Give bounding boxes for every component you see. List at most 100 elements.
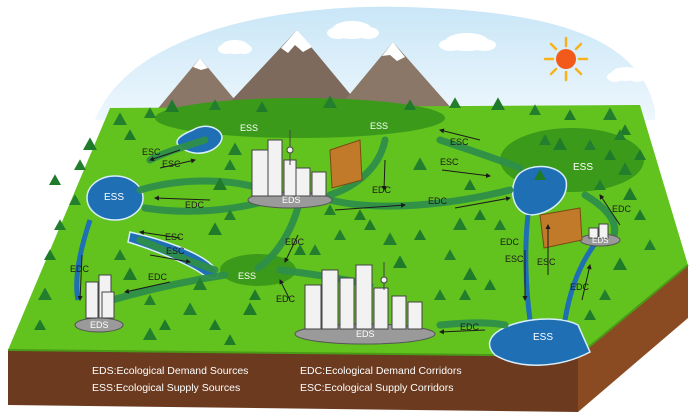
corridors [108,136,619,329]
tree-icon [474,209,486,220]
tree-icon [491,97,505,110]
tree-icon [74,159,86,170]
node-labels: ESS ESS ESS ESS ESS ESS EDS EDS EDS EDS [90,121,608,343]
tree-icon [294,244,306,255]
tree-icon [604,149,616,160]
esc-label: ESC [162,159,181,169]
tree-icon [124,129,136,140]
eds-label: EDS [90,320,109,330]
edc-label: EDC [500,237,520,247]
tree-icon [159,319,171,330]
tree-icon [224,209,236,220]
flow-arrows [77,128,621,335]
edc-label: EDC [372,185,392,195]
tree-icon [354,209,366,220]
tree-icon [434,289,446,300]
tree-icon [309,244,321,255]
tree-icon [193,277,207,290]
tree-icon [49,174,61,185]
tree-icon [83,137,97,150]
tree-icon [249,289,261,300]
tree-icon [364,219,376,230]
tree-icon [383,232,397,245]
tree-icon [619,124,631,135]
tree-icon [463,267,477,280]
tree-icon [323,95,337,108]
tree-icon [393,255,407,268]
tree-icon [613,257,627,270]
trees [34,95,656,345]
tree-icon [69,194,81,205]
tree-icon [644,239,656,250]
legend-ess: ESS:Ecological Supply Sources [92,382,241,394]
city-icon [85,274,115,319]
edc-label: EDC [148,272,168,282]
tree-icon [256,101,268,112]
tree-icon [209,99,221,110]
eds-label: EDS [356,329,375,339]
tree-icon [484,279,496,290]
tree-icon [453,217,467,230]
soil-side [578,265,688,412]
orchard-icon [329,139,583,249]
tree-icon [114,249,126,260]
tree-icon [564,109,576,120]
tree-icon [494,219,506,230]
sky [95,6,655,120]
esc-label: ESC [505,254,524,264]
edc-label: EDC [570,282,590,292]
tree-icon [54,219,66,230]
tree-icon [209,319,221,330]
ess-label: ESS [533,332,553,343]
legend-eds: EDS:Ecological Demand Sources [92,365,249,377]
tree-icon [224,334,236,345]
city-icon [304,262,423,330]
tree-icon [208,222,222,235]
esc-label: ESC [166,246,185,256]
ess-label: ESS [370,121,388,131]
cloud-icon [607,67,645,82]
esc-label: ESC [537,257,556,267]
tree-icon [34,319,46,330]
tree-icon [614,129,626,140]
legend-edc: EDC:Ecological Demand Corridors [300,365,462,377]
tree-icon [603,107,617,120]
tree-icon [143,327,157,340]
cloud-icon [327,21,379,39]
tree-icon [449,97,461,108]
tree-icon [44,249,56,260]
tree-icon [334,229,346,240]
tree-icon [113,112,127,125]
esc-label: ESC [450,137,469,147]
tree-icon [38,287,52,300]
legend-esc: ESC:Ecological Supply Corridors [300,382,454,394]
city-icon [588,223,609,239]
soil-front [8,350,578,412]
esc-label: ESC [142,147,161,157]
tree-icon [404,99,416,110]
tree-icon [228,142,242,155]
tree-icon [623,187,637,200]
tree-icon [584,309,596,320]
tree-icon [414,229,426,240]
eds-label: EDS [592,236,608,245]
tree-icon [144,107,156,118]
esc-label: ESC [440,157,459,167]
tree-icon [243,302,257,315]
tree-icon [634,149,646,160]
tree-icon [444,249,456,260]
tree-icon [553,137,567,150]
tree-icon [413,157,427,170]
cloud-icon [439,33,496,51]
tree-icon [534,169,546,180]
edc-label: EDC [428,196,448,206]
tree-icon [618,162,632,175]
edc-label: EDC [276,294,296,304]
edc-label: EDC [70,264,90,274]
sun-icon [543,36,589,82]
eds-label: EDS [282,195,301,205]
tree-icon [529,104,541,115]
cloud-icon [218,40,252,54]
